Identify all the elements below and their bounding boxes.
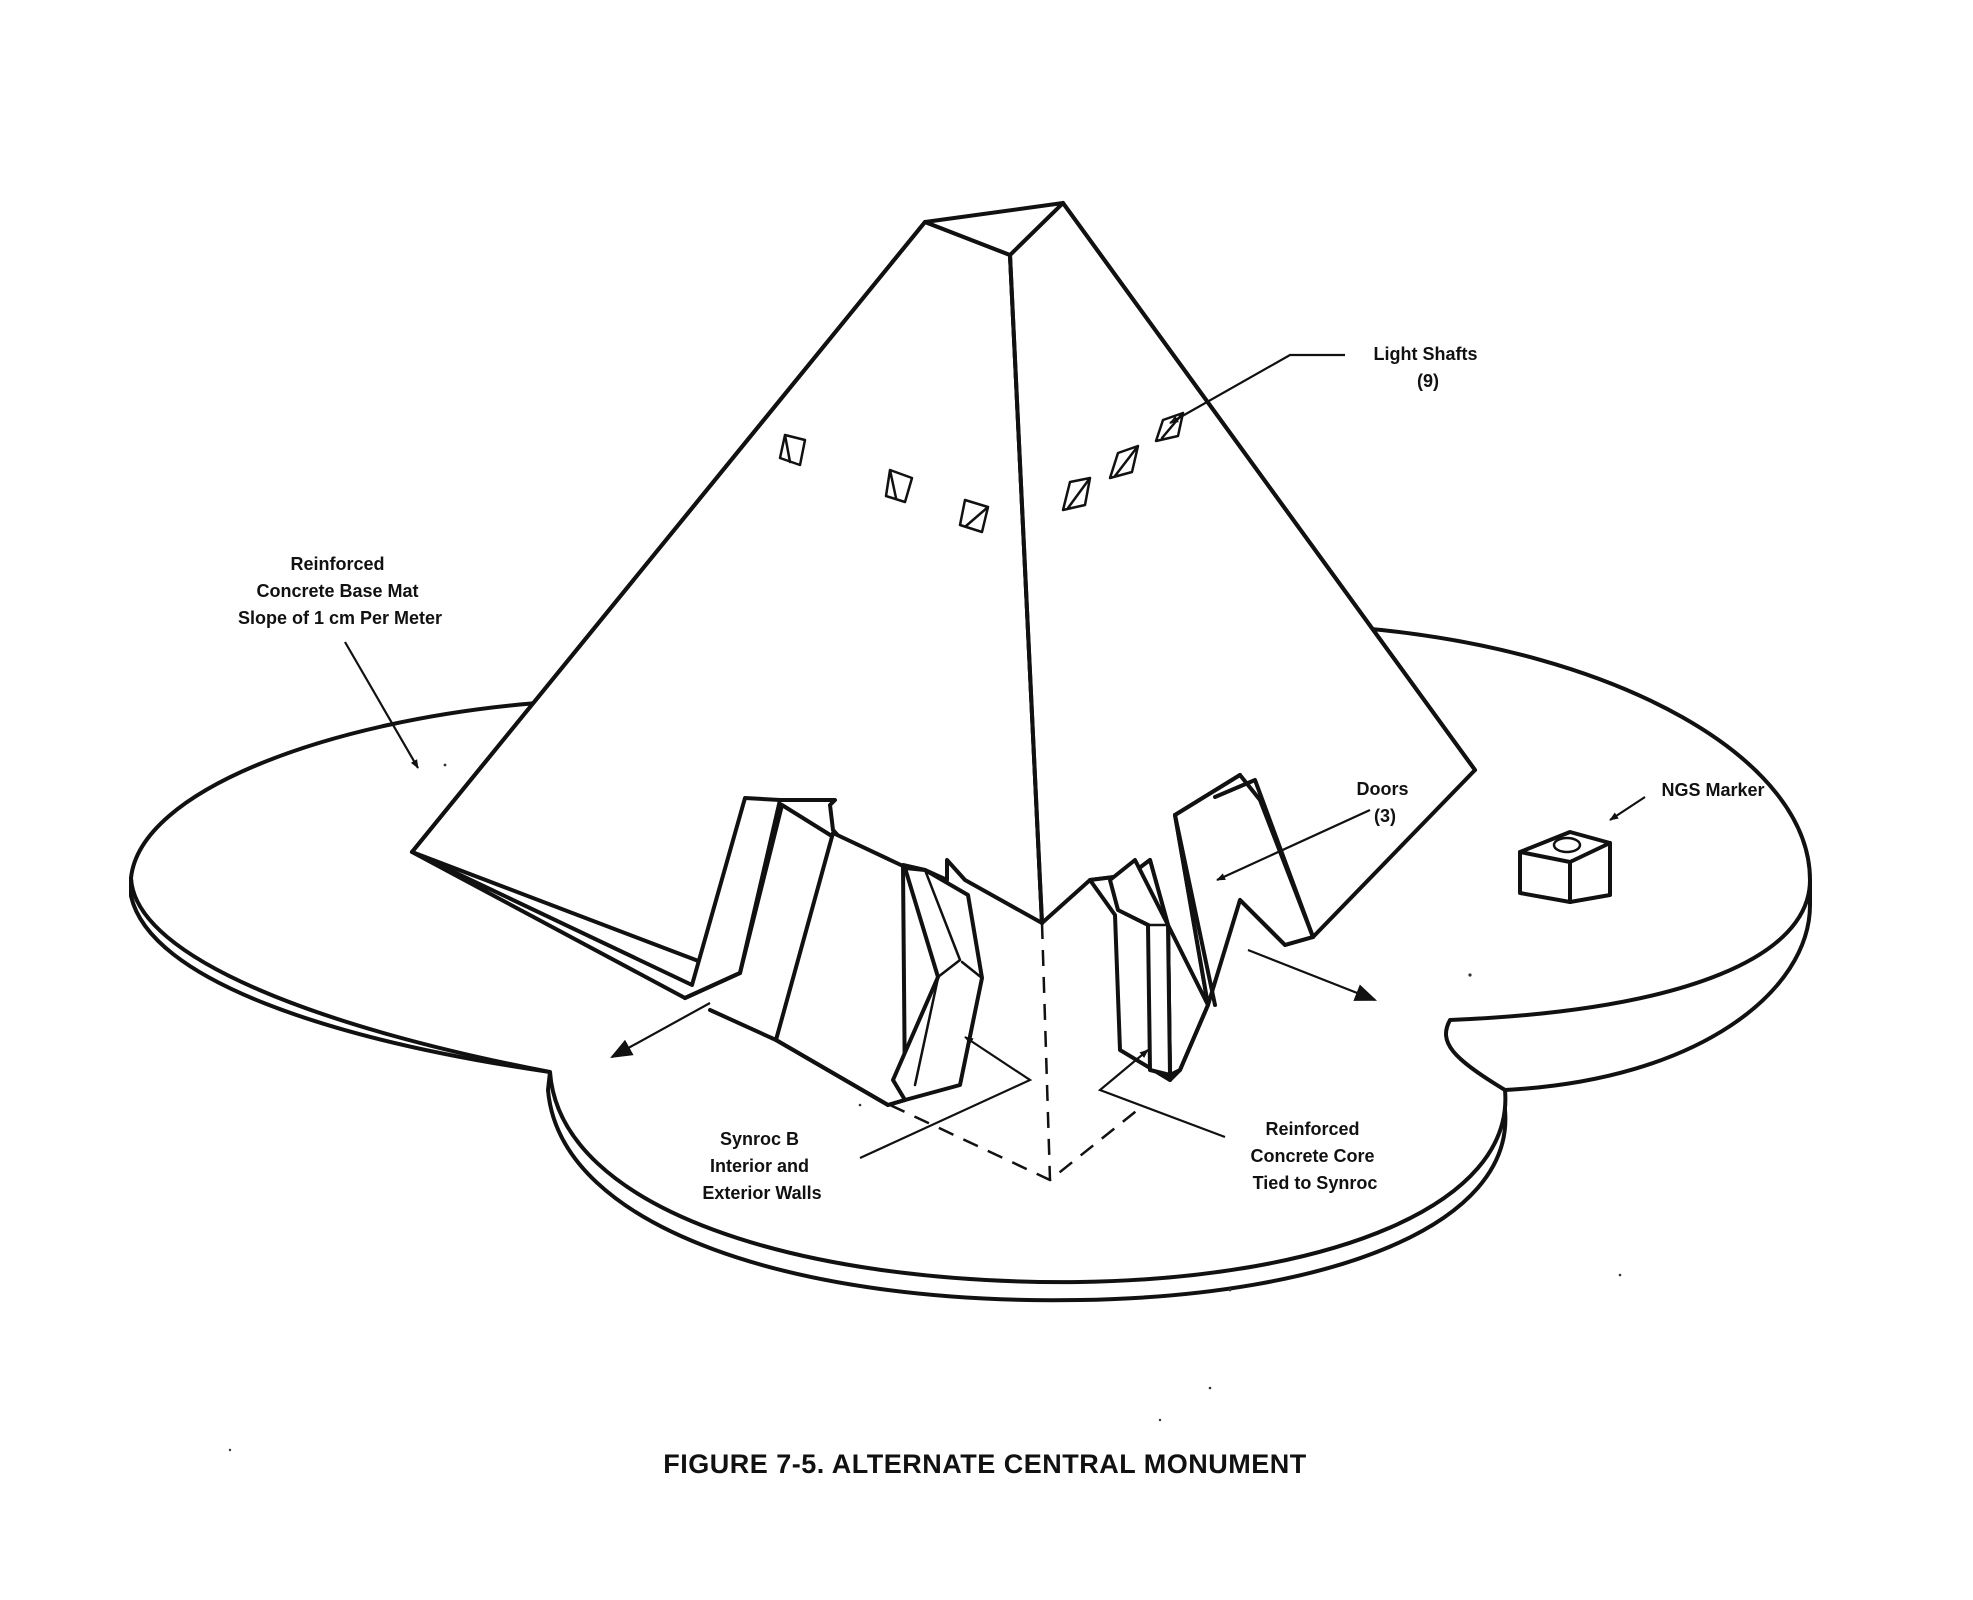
light-shaft	[1108, 444, 1140, 480]
light-shaft	[884, 468, 914, 504]
label-ngs-marker: NGS Marker	[1661, 780, 1764, 800]
base-mat-arrow	[344, 641, 419, 769]
flow-arrow-left	[610, 1002, 711, 1059]
door-center-left	[774, 831, 984, 1107]
label-doors: Doors (3)	[1356, 779, 1413, 826]
label-base-mat-line3: Slope of 1 cm Per Meter	[238, 608, 442, 628]
core-arrow	[1097, 1049, 1226, 1139]
label-core: Reinforced Concrete Core Tied to Synroc	[1250, 1119, 1379, 1193]
light-shaft	[778, 433, 807, 467]
synroc-arrow	[859, 1036, 1033, 1159]
label-base-mat: Reinforced Concrete Base Mat Slope of 1 …	[238, 554, 442, 628]
label-core-line1: Reinforced	[1265, 1119, 1359, 1139]
ngs-marker-block	[1518, 830, 1612, 904]
scan-specks	[228, 763, 1622, 1452]
label-core-line3: Tied to Synroc	[1253, 1173, 1378, 1193]
label-base-mat-line2: Concrete Base Mat	[256, 581, 418, 601]
label-doors-line1: Doors	[1356, 779, 1408, 799]
hidden-edges	[889, 922, 1141, 1182]
doors-arrow	[1216, 808, 1371, 882]
light-shaft	[1061, 476, 1092, 512]
ngs-marker-arrow	[1609, 796, 1646, 821]
label-light-shafts: Light Shafts (9)	[1373, 344, 1482, 391]
label-synroc-line2: Interior and	[710, 1156, 809, 1176]
label-synroc: Synroc B Interior and Exterior Walls	[702, 1129, 821, 1203]
label-synroc-line1: Synroc B	[720, 1129, 799, 1149]
door-center-right	[1088, 858, 1210, 1082]
door-right	[1173, 773, 1315, 1007]
label-ngs-marker-line1: NGS Marker	[1661, 780, 1764, 800]
label-base-mat-line1: Reinforced	[290, 554, 384, 574]
label-synroc-line3: Exterior Walls	[702, 1183, 821, 1203]
flow-arrow-right	[1247, 948, 1378, 1002]
label-light-shafts-line1: Light Shafts	[1373, 344, 1477, 364]
pyramid	[410, 201, 1477, 1082]
light-shaft	[958, 498, 990, 534]
light-shafts-arrow	[1169, 353, 1345, 424]
pyramid-top-cap	[923, 201, 1065, 257]
leaders	[344, 353, 1646, 1159]
label-doors-line2: (3)	[1374, 806, 1396, 826]
figure-caption: FIGURE 7-5. ALTERNATE CENTRAL MONUMENT	[663, 1449, 1307, 1479]
label-core-line2: Concrete Core	[1250, 1146, 1374, 1166]
label-light-shafts-line2: (9)	[1417, 371, 1439, 391]
